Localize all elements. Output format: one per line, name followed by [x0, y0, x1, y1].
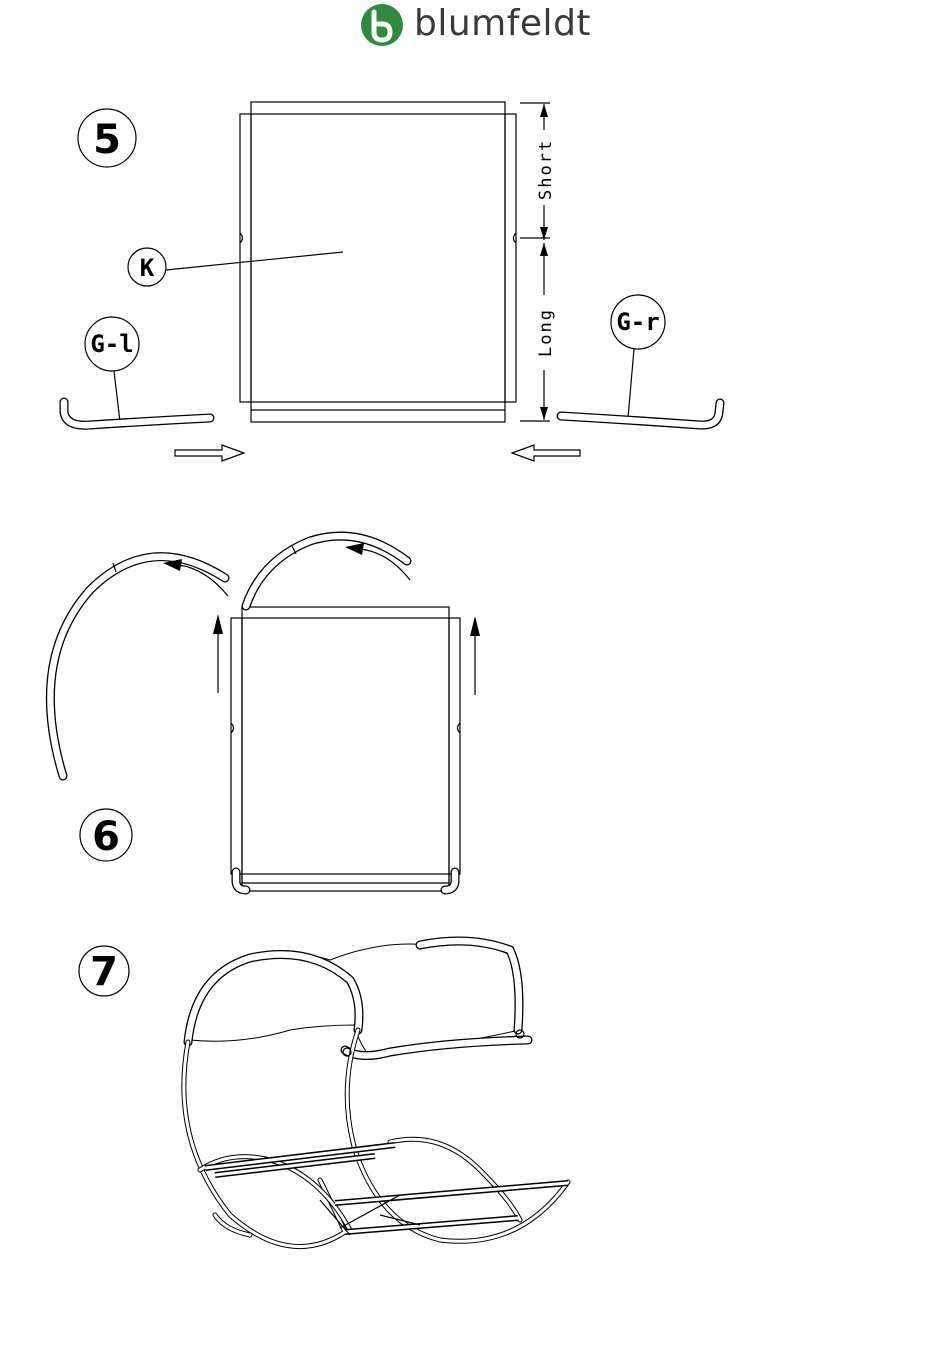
arrow-up-right-icon: [470, 616, 480, 695]
step-6: 6: [50, 536, 480, 891]
curved-tube-left: [50, 557, 225, 776]
tube-g-l: [64, 402, 210, 425]
step-5: 5 Short Long K: [64, 102, 720, 461]
step-7-number: 7: [90, 949, 118, 995]
step-7: 7: [79, 941, 568, 1247]
dimension-long-label: Long: [536, 308, 556, 357]
step-6-number: 6: [92, 814, 120, 860]
step-5-number: 5: [93, 117, 121, 163]
callout-gl-label: G-l: [90, 330, 133, 358]
arrow-right-icon: [175, 445, 244, 461]
curved-tube-right: [246, 536, 407, 606]
callout-gr-label: G-r: [616, 308, 659, 336]
tube-g-r: [561, 403, 720, 425]
assembled-rocker-lounger: [184, 941, 568, 1247]
arrow-up-left-icon: [213, 614, 223, 693]
arrow-left-icon: [512, 445, 580, 461]
callout-k-label: K: [140, 254, 155, 282]
canopy-panel-k: [240, 102, 516, 422]
dimension-short-label: Short: [536, 139, 556, 200]
canopy-panel-inserted: [231, 607, 460, 891]
